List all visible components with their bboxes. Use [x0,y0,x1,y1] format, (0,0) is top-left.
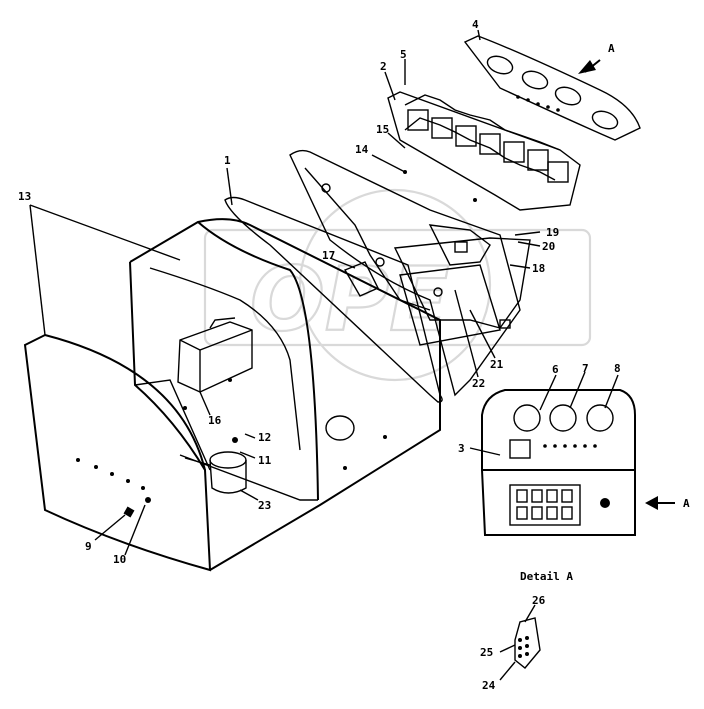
terminal-board [393,224,531,346]
callout-labels: 1 2 3 4 5 6 7 8 9 10 11 12 13 14 15 16 1… [18,18,621,692]
callout-24: 24 [482,679,496,692]
callout-6: 6 [552,363,559,376]
view-label-top: A [608,42,615,55]
callout-16: 16 [208,414,222,427]
callout-14: 14 [355,143,369,156]
callout-7: 7 [582,362,589,375]
wiring-panel [289,149,521,397]
callout-23: 23 [258,499,271,512]
callout-13: 13 [18,190,31,203]
switch-cluster [387,91,581,211]
callout-21: 21 [490,358,504,371]
callout-12: 12 [258,431,271,444]
callout-3: 3 [458,442,465,455]
callout-15: 15 [376,123,389,136]
callout-18: 18 [532,262,545,275]
callout-10: 10 [113,553,126,566]
left-side-panel [23,333,212,572]
leader-lines [29,29,619,681]
detail-a-title: Detail A [520,570,573,583]
callout-19: 19 [546,226,559,239]
callout-25: 25 [480,646,493,659]
callout-9: 9 [85,540,92,553]
callout-5: 5 [400,48,407,61]
callout-2: 2 [380,60,387,73]
view-arrow-label: A [683,497,690,510]
instrument-box [481,389,675,536]
callout-1: 1 [224,154,231,167]
gasket-1 [224,196,443,403]
callout-20: 20 [542,240,555,253]
callout-26: 26 [532,594,546,607]
front-plate [463,35,641,141]
callout-11: 11 [258,454,272,467]
detail-a-connector [514,617,541,669]
callout-17: 17 [322,249,335,262]
callout-8: 8 [614,362,621,375]
callout-22: 22 [472,377,485,390]
callout-4: 4 [472,18,479,31]
main-housing [129,218,441,571]
